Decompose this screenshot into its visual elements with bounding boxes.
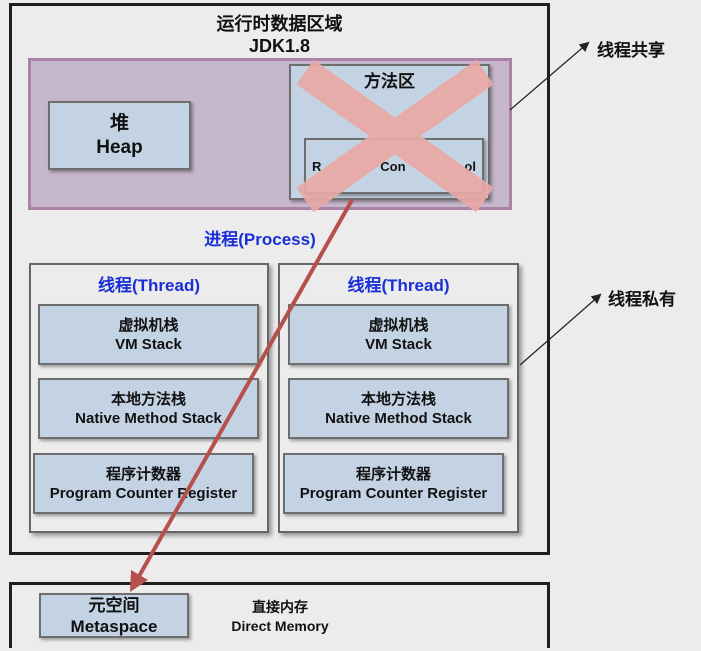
constant-pool-text-end: ol [464, 158, 476, 174]
removed-cross-icon [296, 59, 494, 213]
vm-stack-box: 虚拟机栈 VM Stack [38, 304, 259, 365]
native-stack-label-zh: 本地方法栈 [110, 390, 186, 408]
direct-memory-label-zh: 直接内存 [252, 599, 308, 615]
vm-stack-label-zh: 虚拟机栈 [368, 316, 429, 334]
vm-stack-label-en: VM Stack [365, 335, 432, 353]
thread-shared-arrow [509, 41, 590, 111]
native-method-stack-box: 本地方法栈 Native Method Stack [288, 378, 509, 439]
native-stack-label-en: Native Method Stack [75, 409, 222, 427]
thread-title: 线程(Thread) [98, 276, 200, 295]
vm-stack-box: 虚拟机栈 VM Stack [288, 304, 509, 365]
thread-title: 线程(Thread) [347, 276, 450, 295]
native-stack-label-zh: 本地方法栈 [360, 390, 436, 408]
metaspace-box: 元空间 Metaspace [39, 593, 189, 638]
thread-private-arrow [519, 293, 602, 366]
constant-pool-text-middle: Con [380, 158, 406, 174]
jdk-version-label: JDK1.8 [248, 36, 311, 56]
metaspace-label-en: Metaspace [70, 616, 158, 636]
process-label: 进程(Process) [204, 230, 316, 249]
direct-memory-label-en: Direct Memory [231, 618, 329, 634]
vm-stack-label-zh: 虚拟机栈 [118, 316, 179, 334]
heap-box: 堆 Heap [48, 101, 191, 170]
constant-pool-text-start: R [312, 158, 322, 174]
migration-arrow [130, 199, 354, 592]
method-area-label: 方法区 [364, 72, 415, 91]
pc-register-label-zh: 程序计数器 [355, 465, 431, 483]
metaspace-label-zh: 元空间 [88, 595, 140, 615]
vm-stack-label-en: VM Stack [115, 335, 182, 353]
heap-label-en: Heap [96, 136, 143, 158]
runtime-area-title: 运行时数据区域 [216, 14, 343, 34]
native-stack-label-en: Native Method Stack [325, 409, 472, 427]
thread-private-label: 线程私有 [608, 290, 676, 309]
pc-register-label-zh: 程序计数器 [105, 465, 181, 483]
heap-label-zh: 堆 [109, 112, 129, 134]
program-counter-box: 程序计数器 Program Counter Register [33, 453, 254, 514]
program-counter-box: 程序计数器 Program Counter Register [283, 453, 504, 514]
pc-register-label-en: Program Counter Register [299, 484, 488, 502]
direct-memory-label: 直接内存 Direct Memory [210, 598, 350, 636]
thread-shared-label: 线程共享 [597, 41, 665, 60]
